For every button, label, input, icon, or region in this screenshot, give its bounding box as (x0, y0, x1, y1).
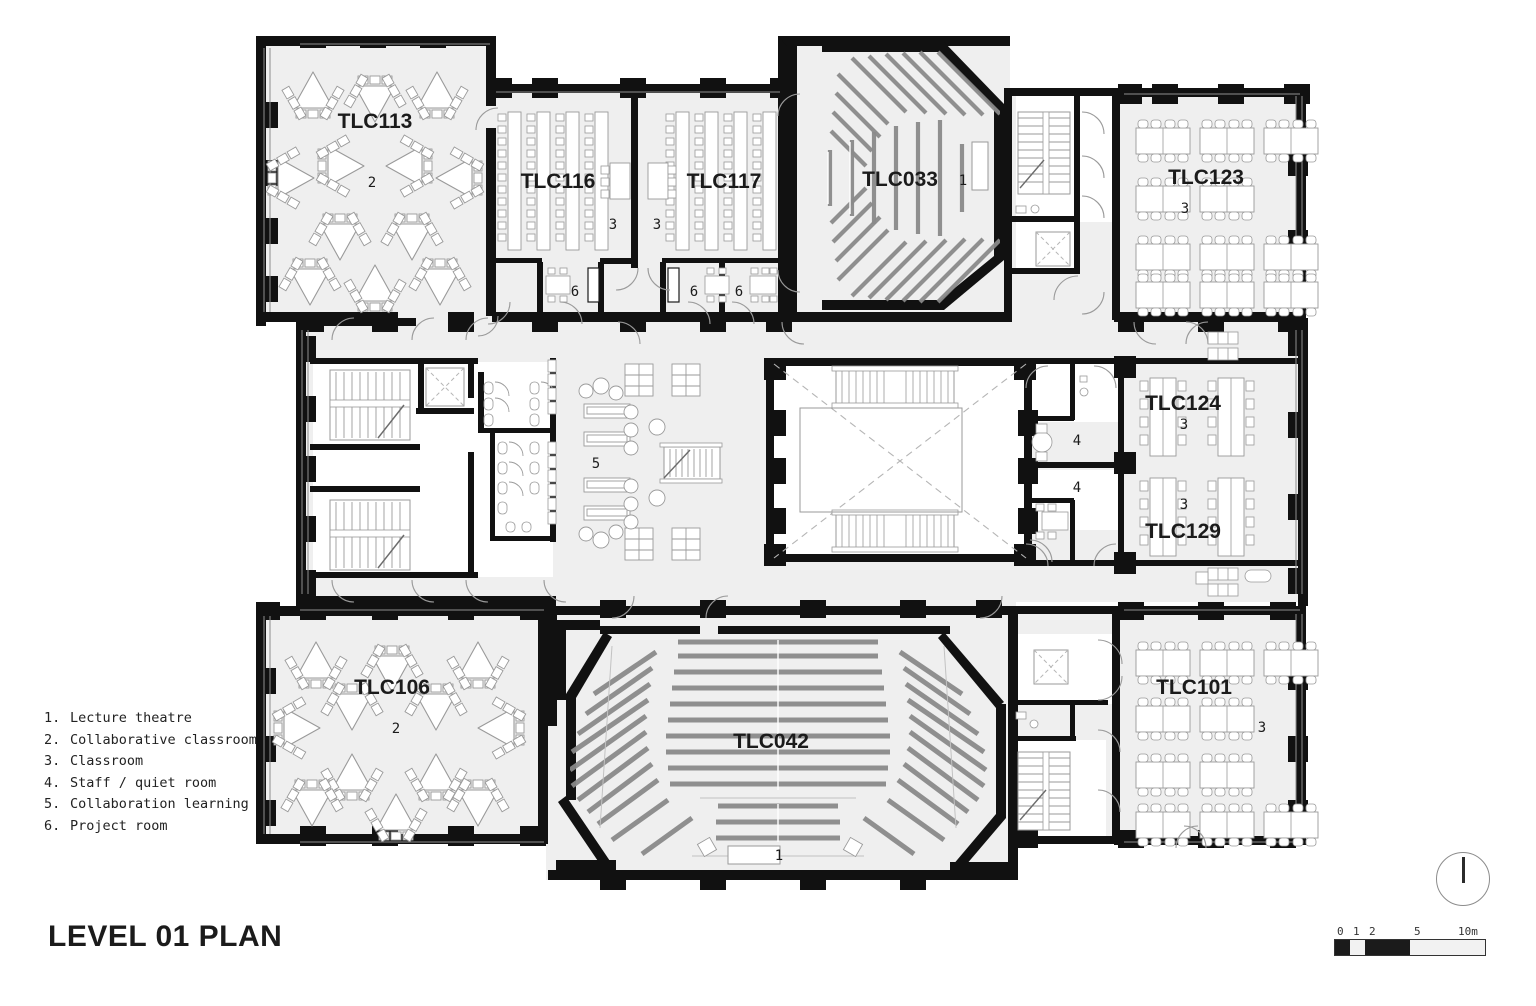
room-code-tlc106: TLC106 (354, 676, 430, 699)
lounge-furniture (1195, 331, 1272, 597)
feature-stair (659, 442, 723, 484)
scale-bar-graphic (1334, 939, 1486, 956)
zone-number-project-2: 6 (690, 284, 698, 300)
legend-item-1: 1. Lecture theatre (44, 708, 274, 729)
legend-text-3: Classroom (70, 753, 144, 769)
legend-item-4: 4. Staff / quiet room (44, 773, 274, 794)
room-type-numbers: 2 3 3 1 3 3 3 2 1 3 (368, 173, 1266, 864)
room-code-tlc042: TLC042 (733, 730, 809, 753)
west-core (329, 359, 557, 571)
legend-item-5: 5. Collaboration learning (44, 794, 274, 815)
structural-columns (256, 36, 1310, 890)
room-tlc116-furniture (497, 111, 631, 251)
legend-item-6: 6. Project room (44, 816, 274, 837)
central-void (773, 363, 1027, 559)
southeast-core (1015, 649, 1071, 831)
zone-number-staff-1: 4 (1073, 433, 1081, 449)
legend: 1. Lecture theatre 2. Collaborative clas… (44, 708, 274, 837)
legend-item-2: 2. Collaborative classroom (44, 730, 274, 751)
room-code-tlc116: TLC116 (521, 170, 596, 193)
page-title: LEVEL 01 PLAN (48, 920, 283, 953)
scale-tick-1: 1 (1353, 925, 1360, 938)
legend-text-6: Project room (70, 817, 168, 834)
legend-text-5: Collaboration learning (70, 796, 249, 812)
north-arrow-icon (1436, 852, 1490, 906)
legend-number-2: 2. (44, 731, 61, 748)
legend-number-5: 5. (44, 796, 61, 812)
room-code-tlc123: TLC123 (1168, 166, 1244, 189)
room-type-tlc124: 3 (1180, 417, 1188, 433)
zone-number-staff-2: 4 (1073, 480, 1081, 496)
scale-tick-0: 0 (1337, 925, 1344, 938)
legend-number-1: 1. (44, 710, 61, 726)
scale-segment-0-1 (1335, 940, 1350, 955)
legend-number-3: 3. (44, 753, 61, 769)
glazing-lines (263, 43, 1303, 843)
scale-tick-5: 5 (1414, 925, 1421, 938)
room-type-tlc123: 3 (1181, 201, 1189, 217)
room-tlc117-furniture (647, 111, 777, 251)
staff-room-furniture (1031, 375, 1089, 540)
zone-number-project-1: 6 (571, 284, 579, 300)
room-tlc033-seating (827, 50, 1000, 304)
legend-number-4: 4. (44, 774, 61, 791)
room-code-tlc124: TLC124 (1145, 392, 1221, 415)
room-type-tlc129: 3 (1180, 497, 1188, 513)
room-code-tlc113: TLC113 (338, 110, 413, 133)
northeast-core (1015, 111, 1071, 267)
zone-number-collaboration: 5 (592, 456, 600, 472)
door-swings (331, 93, 1209, 849)
room-type-tlc113: 2 (368, 175, 376, 191)
collaboration-zone-furniture (578, 363, 701, 561)
legend-text-1: Lecture theatre (70, 710, 192, 726)
scale-segment-2-5 (1365, 940, 1410, 955)
legend-item-3: 3. Classroom (44, 751, 274, 772)
project-room-furniture (545, 267, 778, 303)
zone-numbers: 5 6 6 6 4 4 (571, 284, 1081, 496)
legend-text-2: Collaborative classroom (70, 731, 257, 748)
legend-number-6: 6. (44, 817, 61, 834)
room-code-tlc101: TLC101 (1156, 676, 1232, 699)
scale-tick-10: 10m (1458, 925, 1478, 938)
room-labels: TLC113 TLC116 TLC117 TLC033 TLC123 TLC12… (338, 110, 1244, 753)
legend-text-4: Staff / quiet room (70, 774, 217, 791)
room-type-tlc106: 2 (392, 721, 400, 737)
zone-number-project-3: 6 (735, 284, 743, 300)
room-type-tlc101: 3 (1258, 720, 1266, 736)
room-tlc042-seating (570, 639, 988, 865)
room-code-tlc117: TLC117 (687, 170, 762, 193)
room-code-tlc033: TLC033 (862, 168, 938, 191)
scale-tick-2: 2 (1369, 925, 1376, 938)
room-type-tlc117: 3 (653, 217, 661, 233)
room-type-tlc116: 3 (609, 217, 617, 233)
scale-bar: 0 1 2 5 10m (1334, 925, 1486, 956)
room-code-tlc129: TLC129 (1145, 520, 1221, 543)
scale-tick-labels: 0 1 2 5 10m (1334, 925, 1486, 939)
room-type-tlc042: 1 (775, 848, 783, 864)
room-type-tlc033: 1 (959, 173, 967, 189)
project-room-glazing (587, 267, 680, 303)
